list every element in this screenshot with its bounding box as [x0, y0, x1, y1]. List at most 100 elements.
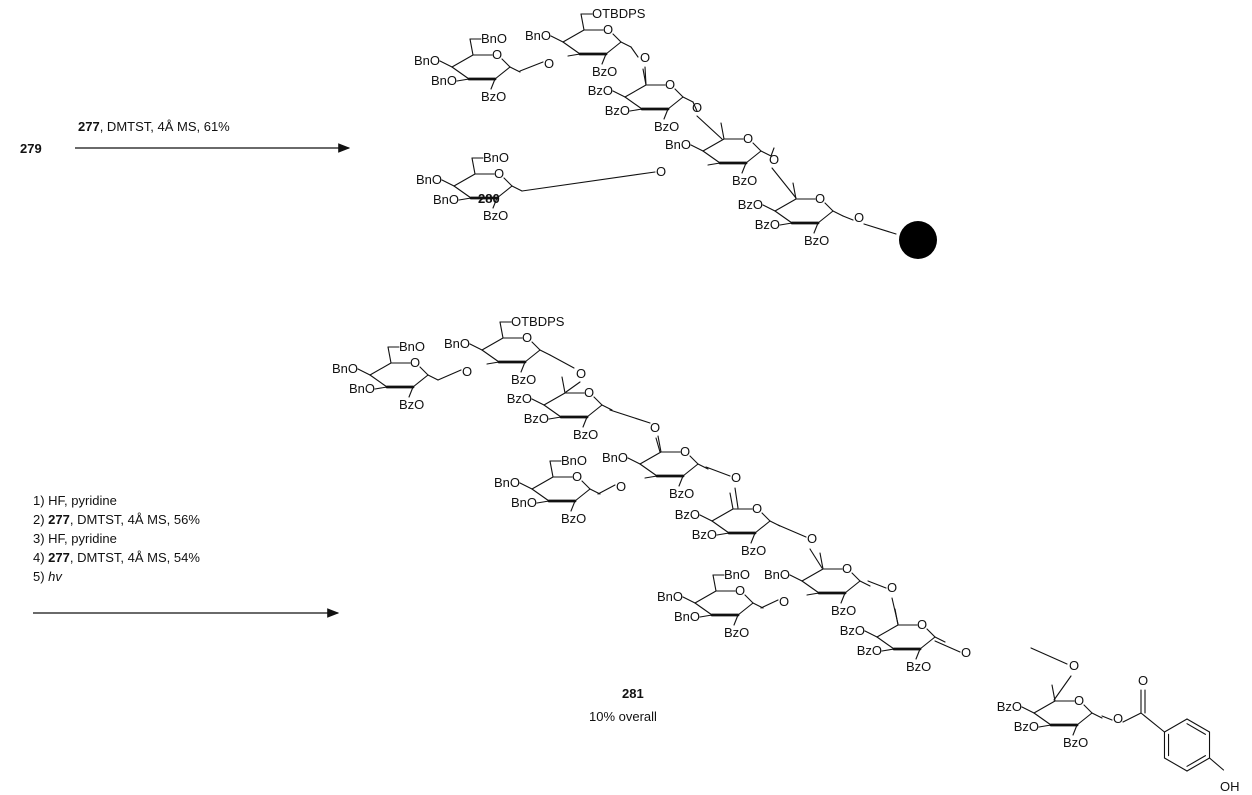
ring-bond [876, 636, 895, 650]
c2-substituent-label: BzO [732, 173, 757, 188]
glycosidic-bond [734, 487, 739, 509]
glycosidic-bond [777, 524, 807, 538]
c3-bond [456, 78, 470, 82]
c2-substituent-label: BzO [592, 64, 617, 79]
step2-condition-number: 5) [33, 569, 49, 584]
glycosidic-bond [1053, 675, 1072, 701]
glycosidic-bond [630, 46, 639, 58]
ring-bond [667, 96, 684, 110]
c3-bond [707, 162, 721, 166]
c4-substituent-label: BnO [665, 137, 691, 152]
ring-oxygen-label: O [842, 561, 852, 576]
ring-bond [1033, 712, 1052, 726]
anomeric-bond [697, 463, 709, 470]
ring-bond [694, 602, 713, 616]
step2-condition-4: 4) 277, DMTST, 4Å MS, 54% [33, 548, 200, 567]
glycosidic-oxygen-label: O [1069, 658, 1079, 673]
ring-bond [574, 488, 591, 502]
ring-bond [586, 404, 603, 418]
ring-bond [494, 66, 511, 80]
c2-substituent-label: BzO [561, 511, 586, 526]
ring-bond [453, 185, 472, 199]
ring-bond [593, 396, 603, 406]
c3-bond [699, 614, 713, 618]
c6-bond [729, 492, 734, 510]
ring-bond [503, 177, 513, 187]
hydroxyl-label: OH [1220, 779, 1240, 794]
ring-bond [1083, 704, 1093, 714]
glycosidic-oxygen-label: O [544, 56, 554, 71]
ring-oxygen-label: O [735, 583, 745, 598]
anomeric-bond [682, 96, 694, 103]
ring-bond [1076, 712, 1093, 726]
ring-bond [674, 88, 684, 98]
ring-bond [369, 374, 388, 388]
c3-substituent-label: BnO [674, 609, 700, 624]
c4-substituent-label: BzO [738, 197, 763, 212]
c6-bond [469, 38, 474, 56]
aromatic-ring-bond [1163, 718, 1188, 733]
start-compound-label: 279 [20, 141, 42, 156]
ring-bond [543, 404, 562, 418]
c3-bond [458, 197, 472, 201]
ring-bond [531, 488, 550, 502]
ring-oxygen-label: O [572, 469, 582, 484]
ring-oxygen-label: O [522, 330, 532, 345]
glycosidic-bond [1101, 715, 1113, 721]
c3-substituent-label: BzO [755, 217, 780, 232]
glycosidic-bond [521, 171, 656, 192]
c2-bond [915, 648, 921, 660]
glycosidic-oxygen-label: O [1113, 711, 1123, 726]
c4-bond [550, 35, 564, 43]
anomeric-bond [601, 404, 613, 411]
ring-oxygen-label: O [1074, 693, 1084, 708]
aromatic-ring-bond [1186, 718, 1211, 733]
glycosidic-bond [655, 437, 661, 453]
aromatic-ring-bond [1163, 757, 1188, 772]
ring-oxygen-label: O [752, 501, 762, 516]
c2-substituent-label: BzO [483, 208, 508, 223]
glycosidic-bond [867, 580, 887, 589]
ring-bond [851, 572, 861, 582]
c3-bond [1038, 724, 1052, 728]
glycosidic-oxygen-label: O [769, 152, 779, 167]
glycosidic-bond [760, 599, 779, 609]
step2-condition-number: 2) [33, 512, 49, 527]
hydroxyl-bond [1208, 757, 1225, 771]
glycosidic-bond [696, 115, 723, 140]
ring-bond [752, 142, 762, 152]
anomeric-bond [760, 150, 772, 157]
anomeric-bond [934, 636, 946, 643]
ring-bond [876, 624, 899, 638]
c4-substituent-label: BnO [525, 28, 551, 43]
c2-bond [520, 361, 526, 373]
c4-bond [682, 596, 696, 604]
glycosidic-oxygen-label: O [854, 210, 864, 225]
ring-oxygen-label: O [680, 444, 690, 459]
glycosidic-bond [1030, 647, 1068, 665]
glycosidic-bond [934, 640, 961, 653]
c2-bond [741, 162, 747, 174]
linker-bond [863, 223, 897, 235]
c6-bond [657, 435, 662, 453]
glycosidic-oxygen-label: O [807, 531, 817, 546]
anomeric-bond [1091, 712, 1103, 719]
ring-bond [694, 590, 717, 604]
ring-oxygen-label: O [917, 617, 927, 632]
c6-substituent-label: BnO [724, 567, 750, 582]
c2-bond [663, 108, 669, 120]
glycosidic-bond [692, 101, 698, 112]
ring-bond [562, 41, 581, 55]
ring-bond [612, 33, 622, 43]
molecule-281: OBnOBnOBnOBzOOOTBDPSBnOBzOOOBzOBzOBzOOOO… [332, 314, 1240, 794]
step2-condition-number: 4) [33, 550, 49, 565]
ring-oxygen-label: O [815, 191, 825, 206]
glycosidic-bond [770, 147, 775, 157]
c3-bond [779, 222, 793, 226]
ring-bond [524, 349, 541, 363]
c4-substituent-label: BzO [507, 391, 532, 406]
ring-bond [639, 451, 662, 465]
overall-yield-note: 10% overall [589, 709, 657, 724]
c3-substituent-label: BnO [511, 495, 537, 510]
ring-bond [531, 341, 541, 351]
